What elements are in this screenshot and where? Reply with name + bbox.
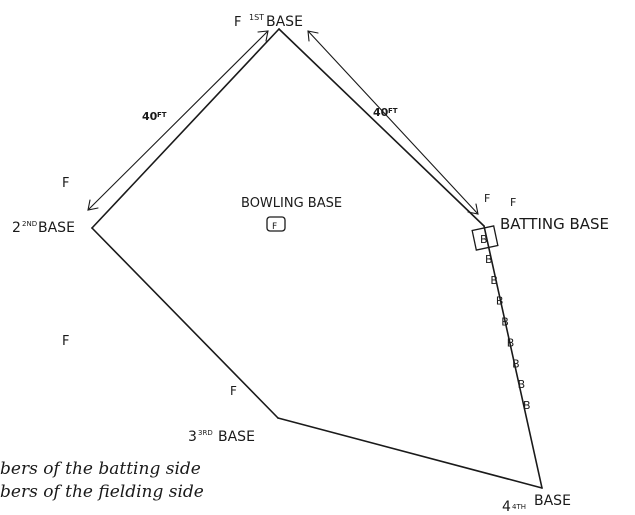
fielder-near-second: F (62, 176, 69, 191)
svg-text:1ST: 1ST (249, 13, 264, 22)
fielder-near-batting-b: F (510, 196, 516, 209)
waiting-batter-7: B (518, 378, 526, 391)
waiting-batter-4: B (501, 316, 509, 329)
svg-text:BASE: BASE (38, 220, 75, 236)
waiting-batter-5: B (507, 336, 515, 349)
svg-text:40: 40 (373, 106, 389, 119)
distance-label-left: 40 FT (142, 110, 167, 123)
fielder-near-batting-a: F (484, 192, 490, 205)
boundary-2nd-to-1st (91, 28, 280, 229)
batting-base-box (471, 225, 499, 251)
distance-label-right: 40 FT (373, 106, 398, 119)
distance-arrow-right (307, 30, 479, 215)
svg-text:F: F (234, 15, 241, 30)
batting-base-label: BATTING BASE (500, 215, 609, 233)
field-outline (91, 28, 543, 489)
legend-caption-fielding: bers of the fielding side (0, 482, 204, 502)
svg-text:40: 40 (142, 110, 158, 123)
svg-text:2ND: 2ND (22, 220, 37, 228)
svg-text:4TH: 4TH (512, 503, 526, 511)
second-base-label: 2 2ND BASE (12, 220, 75, 236)
svg-text:BASE: BASE (266, 14, 303, 30)
boundary-3rd-to-4th (277, 417, 543, 489)
boundary-1st-to-batting (278, 28, 485, 227)
legend-caption-batting: bers of the batting side (0, 459, 201, 479)
distance-arrow-left (87, 30, 269, 211)
third-base-label: 3 3RD BASE (188, 429, 255, 445)
fourth-base-label: 4 4TH BASE (502, 493, 571, 515)
first-base-label: F 1ST BASE (234, 13, 303, 30)
waiting-batter-2: B (490, 274, 498, 287)
boundary-2nd-to-3rd (91, 227, 279, 419)
bowling-base-box (266, 216, 286, 232)
svg-text:BASE: BASE (534, 493, 571, 509)
svg-text:3RD: 3RD (198, 429, 213, 437)
waiting-batter-8: B (523, 399, 531, 412)
svg-text:BASE: BASE (218, 429, 255, 445)
svg-text:3: 3 (188, 429, 197, 445)
waiting-batter-1: B (485, 253, 493, 266)
fielder-deep-left: F (62, 334, 69, 349)
svg-text:2: 2 (12, 220, 21, 236)
svg-text:FT: FT (388, 107, 398, 115)
batting-base-batter: B (480, 233, 488, 246)
boundary-4th-to-batting (483, 225, 543, 489)
svg-text:FT: FT (157, 111, 167, 119)
fielder-near-third: F (230, 384, 237, 398)
waiting-batter-6: B (512, 357, 520, 370)
bowling-base-label: BOWLING BASE (241, 196, 342, 211)
svg-text:4: 4 (502, 499, 511, 515)
bowling-base-fielder: F (272, 222, 277, 232)
waiting-batter-3: B (496, 295, 504, 308)
